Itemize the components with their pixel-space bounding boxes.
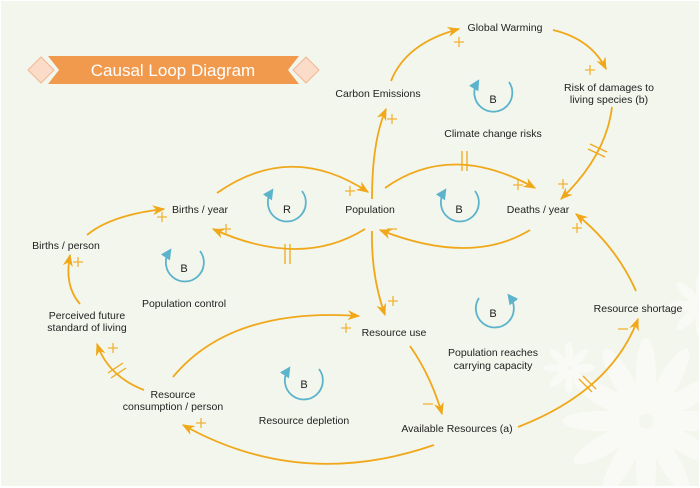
link-consumption-to-perceived	[95, 342, 145, 391]
background-flower-decoration	[543, 274, 699, 486]
link-deaths-to-population	[378, 229, 531, 249]
link-population-to-resourceuse	[371, 230, 386, 317]
page-title: Causal Loop Diagram	[91, 61, 255, 80]
node-resource-use[interactable]: Resource use	[362, 327, 427, 339]
links	[62, 27, 639, 465]
link-population-to-carbon	[371, 107, 387, 200]
loop-type: B	[300, 379, 307, 391]
banner-diamond-left	[27, 56, 55, 84]
loop-climate-change: B Climate change risks	[444, 79, 542, 140]
polarity-marks	[73, 37, 628, 428]
delay-marks	[107, 143, 608, 393]
node-global-warming[interactable]: Global Warming	[468, 22, 543, 34]
link-resourceuse-to-available	[409, 345, 444, 416]
link-consumption-to-resourceuse	[172, 310, 361, 378]
loop-carrying-capacity: B Population reaches carrying capacity	[448, 293, 538, 372]
loop-type: R	[283, 204, 291, 216]
loop-arrow-icon	[262, 188, 307, 223]
polarity-plus	[454, 37, 464, 47]
loop-label: Climate change risks	[444, 128, 541, 140]
link-shortage-to-deaths	[575, 213, 637, 292]
link-carbon-to-warming	[390, 27, 461, 82]
loop-arrow-icon	[160, 248, 205, 283]
polarity-plus	[585, 65, 595, 75]
link-population-to-deaths	[384, 163, 537, 189]
polarity-plus	[341, 323, 351, 333]
title-banner: Causal Loop Diagram	[27, 56, 320, 84]
loop-label: carrying capacity	[454, 360, 534, 372]
node-resource-shortage[interactable]: Resource shortage	[594, 303, 683, 315]
node-population[interactable]: Population	[345, 204, 395, 216]
polarity-plus	[513, 180, 523, 190]
loop-type: B	[455, 204, 462, 216]
polarity-plus	[196, 418, 206, 428]
loop-arrow-icon	[469, 79, 514, 113]
delay-mark-risk-deaths	[587, 143, 608, 158]
delay-mark-population-births	[284, 244, 291, 264]
node-perceived-line2[interactable]: standard of living	[47, 322, 127, 334]
polarity-plus	[572, 223, 582, 233]
loop-arrow-icon	[435, 188, 480, 223]
polarity-plus	[388, 296, 398, 306]
loop-deaths: B	[435, 188, 480, 223]
node-resource-consumption-line1[interactable]: Resource	[151, 389, 196, 401]
link-risk-to-deaths	[560, 106, 613, 200]
delay-mark-consumption-perceived	[107, 362, 127, 379]
link-perceived-to-birthsperson	[62, 253, 81, 305]
polarity-plus	[558, 179, 568, 189]
node-resource-consumption-line2[interactable]: consumption / person	[123, 401, 224, 413]
loop-resource-depletion: B Resource depletion	[259, 366, 350, 427]
node-deaths-year[interactable]: Deaths / year	[507, 204, 570, 216]
node-available-resources[interactable]: Available Resources (a)	[401, 423, 512, 435]
node-births-person[interactable]: Births / person	[32, 240, 100, 252]
node-risk-damages-line2[interactable]: living species (b)	[570, 94, 648, 106]
node-perceived-line1[interactable]: Perceived future	[49, 310, 126, 322]
loop-arrow-icon	[279, 366, 324, 401]
polarity-plus	[345, 186, 355, 196]
polarity-plus	[157, 212, 167, 222]
loop-population-control: B Population control	[142, 248, 226, 310]
polarity-plus	[387, 114, 397, 124]
polarity-plus	[73, 257, 83, 267]
delay-mark-population-deaths	[461, 151, 468, 171]
nodes: Global Warming Carbon Emissions Risk of …	[32, 22, 682, 435]
node-carbon-emissions[interactable]: Carbon Emissions	[335, 88, 420, 100]
loop-type: B	[489, 94, 496, 106]
node-births-year[interactable]: Births / year	[172, 204, 229, 216]
loop-reinforcing: R	[262, 188, 307, 223]
link-births-to-population	[216, 165, 370, 194]
polarity-plus	[221, 224, 231, 234]
loop-type: B	[489, 308, 496, 320]
link-available-to-consumption	[181, 424, 435, 465]
loop-type: B	[180, 263, 187, 275]
link-warming-to-risk	[552, 29, 607, 71]
polarity-plus	[108, 343, 118, 353]
loop-label: Population control	[142, 298, 226, 310]
banner-diamond-right	[292, 56, 320, 84]
link-birthsperson-to-birthsyear	[86, 205, 166, 236]
link-available-to-shortage	[517, 317, 639, 428]
loop-arrow-icon	[474, 293, 519, 329]
link-population-to-births	[211, 228, 366, 250]
node-risk-damages-line1[interactable]: Risk of damages to	[564, 82, 654, 94]
loop-label: Population reaches	[448, 347, 538, 359]
banner-ribbon	[48, 56, 299, 84]
loop-label: Resource depletion	[259, 415, 350, 427]
delay-mark-available-shortage	[578, 375, 597, 393]
